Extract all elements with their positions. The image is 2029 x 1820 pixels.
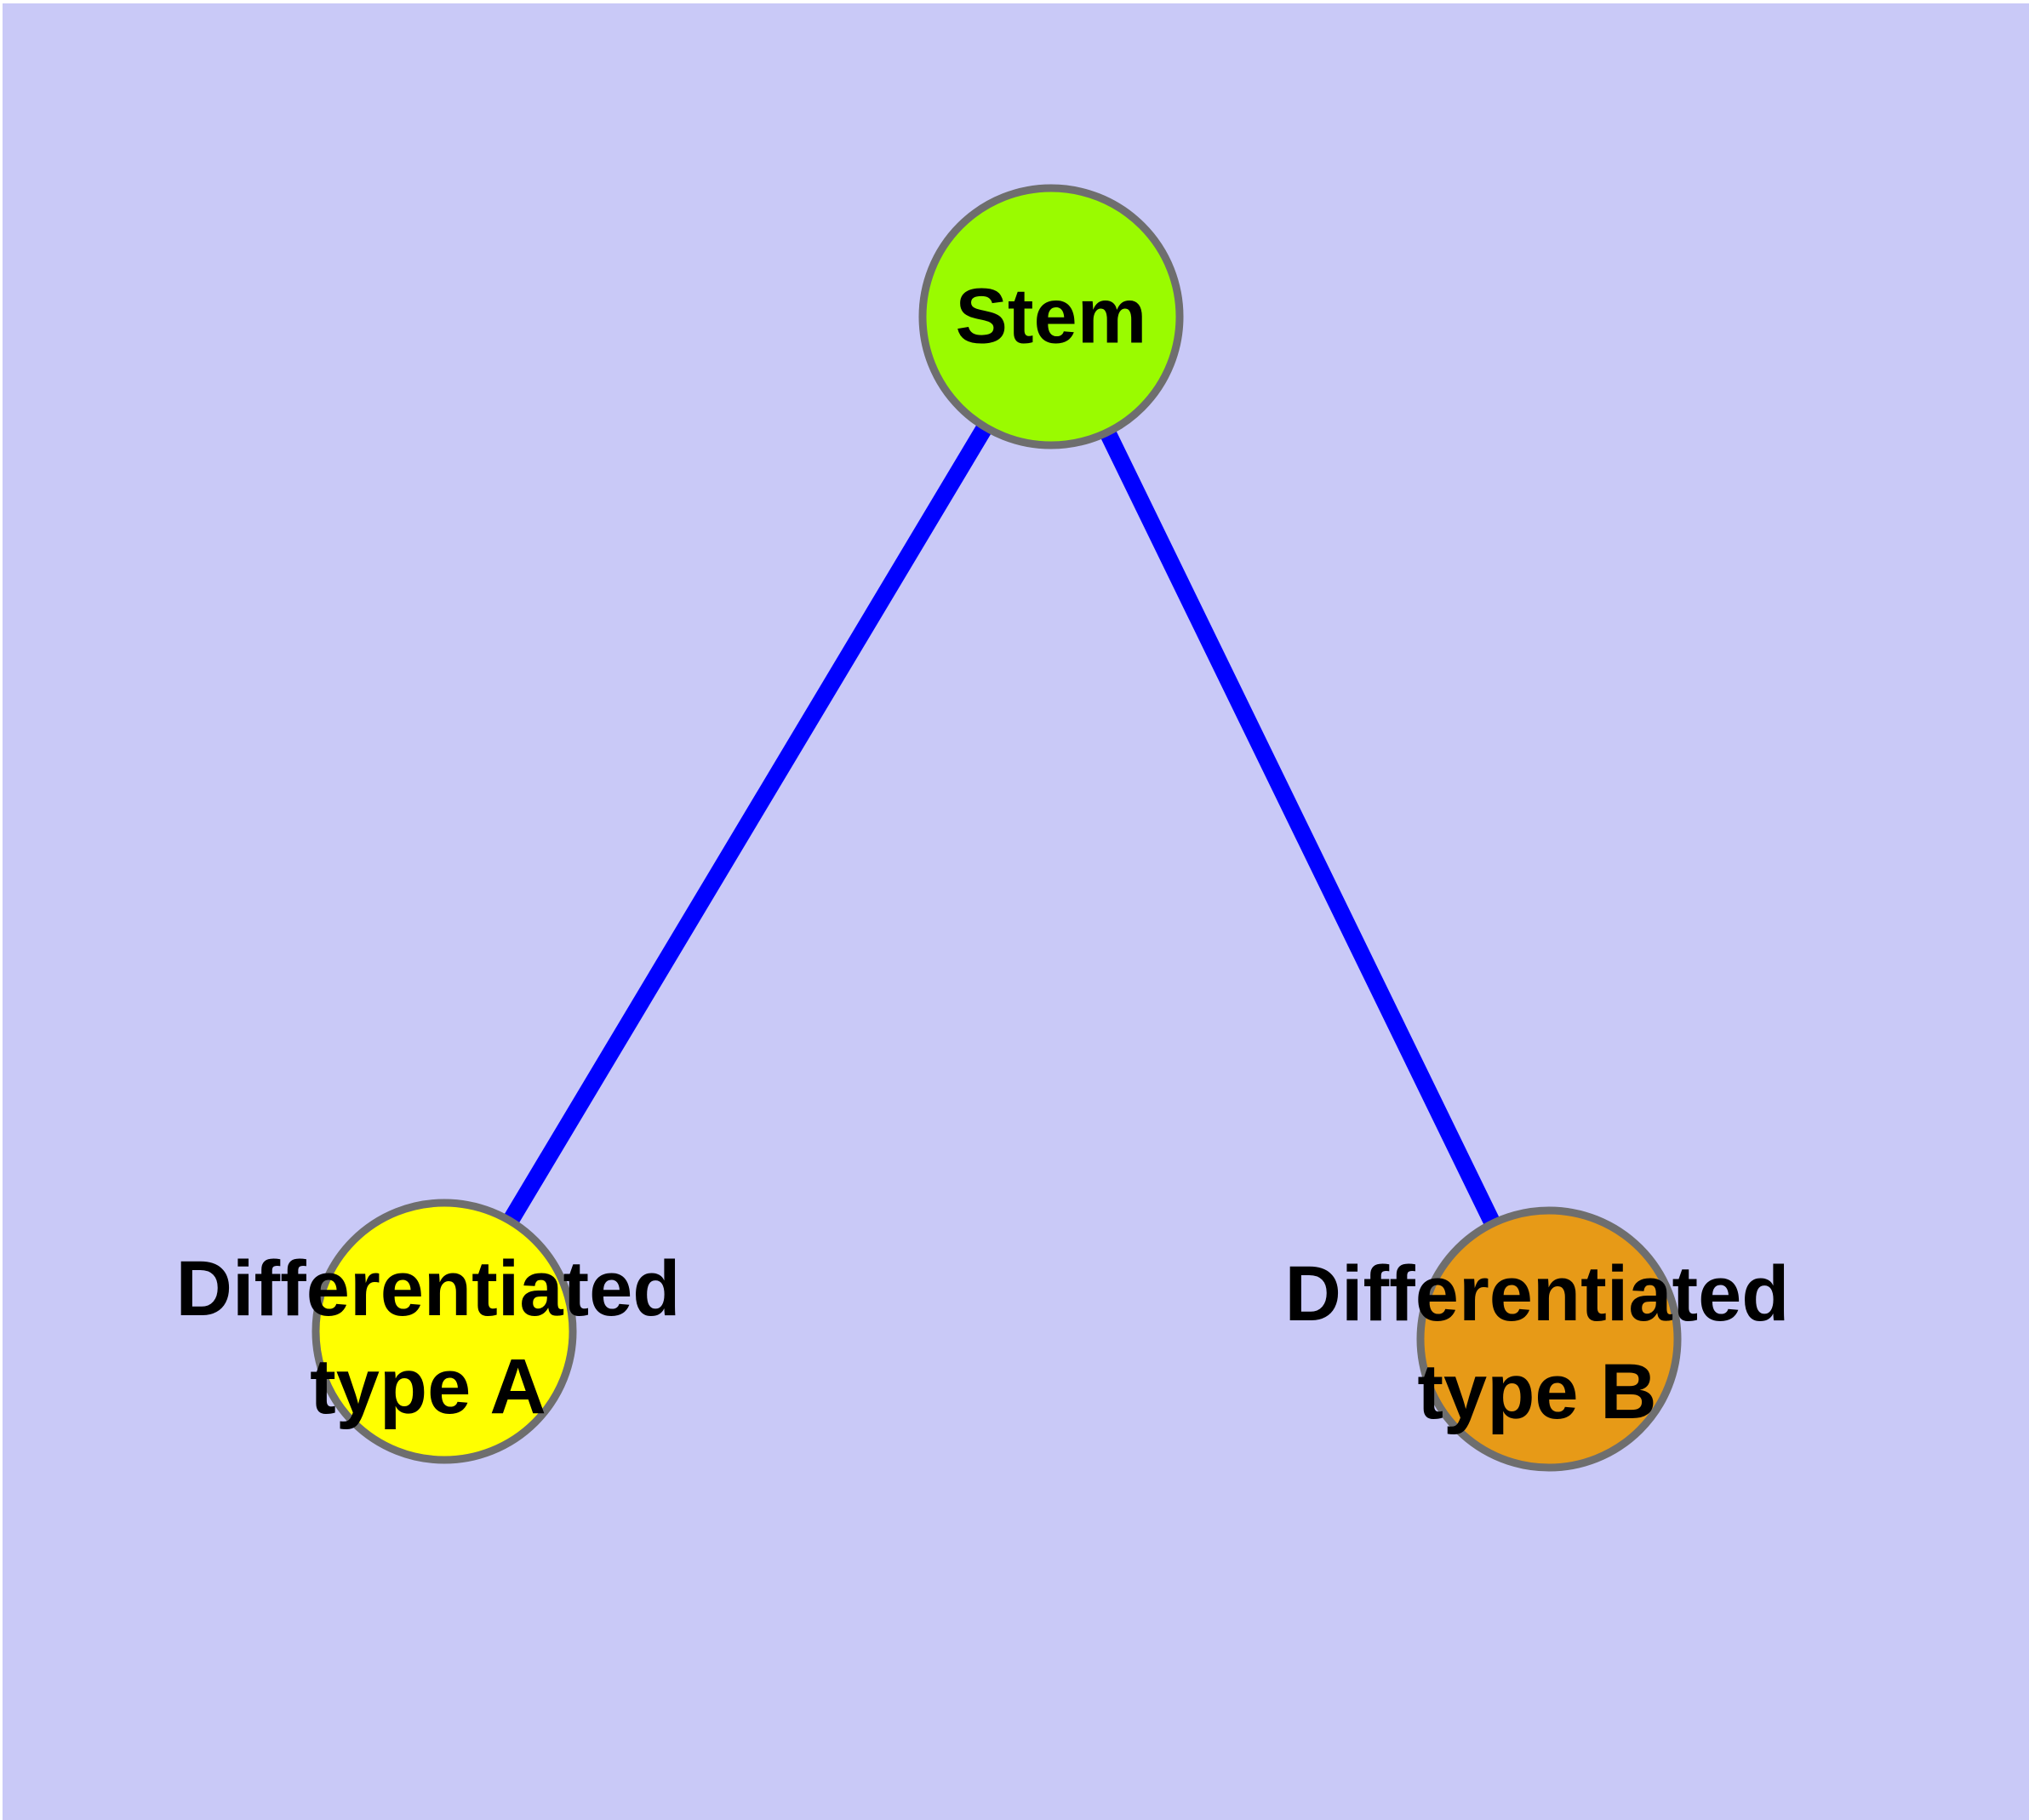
graph-svg (311, 184, 1682, 1472)
graph-canvas: Stem Differentiated type A Differentiate… (3, 3, 2029, 1820)
node-typeA-label: Differentiated type A (175, 1245, 681, 1430)
node-typeB-label: Differentiated type B (1284, 1251, 1790, 1435)
node-typeB-circle (1416, 1206, 1682, 1472)
edge-stem-to-typeA (437, 312, 1059, 1336)
node-typeA-circle (311, 1199, 577, 1464)
edge-stem-to-typeB (1043, 312, 1557, 1343)
node-stem-circle (918, 184, 1184, 449)
node-stem-label: Stem (955, 272, 1147, 360)
